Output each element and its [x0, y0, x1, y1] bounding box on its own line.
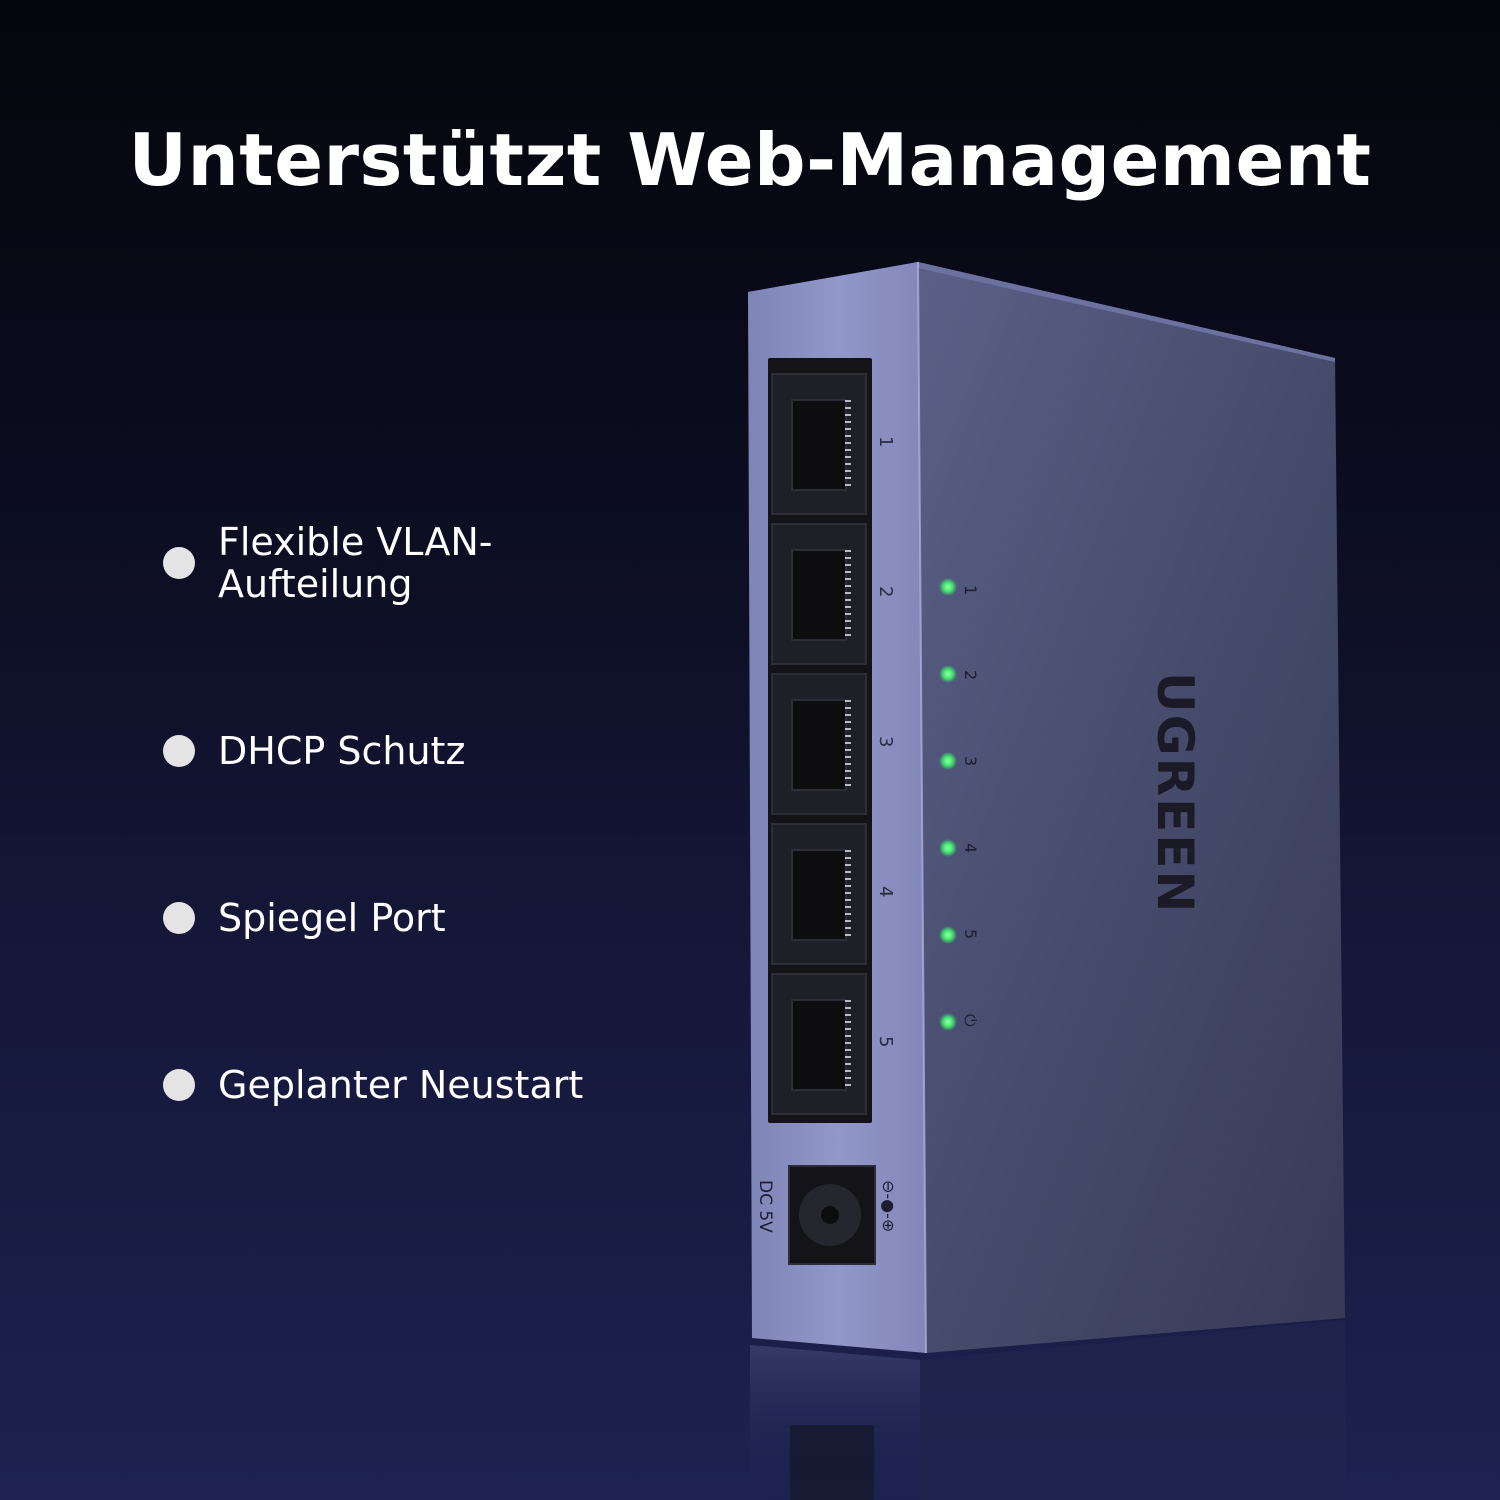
- brand-logo: UGREEN: [1146, 672, 1204, 914]
- power-icon: ⏻: [961, 1014, 980, 1027]
- led-label: 4: [961, 843, 980, 853]
- led-label: 2: [961, 670, 980, 680]
- led-label: 1: [961, 585, 980, 595]
- port-label: 4: [875, 886, 896, 897]
- ethernet-port-icon: [771, 523, 867, 665]
- feature-item-scheduled-restart: Geplanter Neustart: [163, 1064, 583, 1106]
- bullet-icon: [163, 547, 195, 579]
- status-leds: [939, 578, 957, 1031]
- led-icon: [939, 578, 957, 596]
- switch-side-panel: [918, 262, 1345, 1353]
- feature-text: Geplanter Neustart: [218, 1063, 584, 1107]
- led-icon: [939, 839, 957, 857]
- headline: Unterstützt Web-Management: [128, 118, 1372, 202]
- ethernet-port-icon: [771, 673, 867, 815]
- bullet-icon: [163, 902, 195, 934]
- ethernet-port-icon: [771, 973, 867, 1115]
- port-label: 2: [875, 586, 896, 597]
- bullet-icon: [163, 735, 195, 767]
- led-icon: [939, 1013, 957, 1031]
- ethernet-port-icon: [771, 373, 867, 515]
- port-label: 3: [875, 736, 896, 747]
- led-icon: [939, 752, 957, 770]
- led-icon: [939, 926, 957, 944]
- feature-text: Spiegel Port: [218, 896, 446, 940]
- feature-text: Flexible VLAN- Aufteilung: [218, 520, 493, 606]
- feature-text: DHCP Schutz: [218, 729, 466, 773]
- feature-item-vlan: Flexible VLAN- Aufteilung: [163, 521, 492, 605]
- led-label: 3: [961, 756, 980, 766]
- led-label: 5: [961, 929, 980, 939]
- feature-item-dhcp: DHCP Schutz: [163, 730, 465, 772]
- dc-label: DC 5V: [755, 1180, 775, 1233]
- port-label: 1: [875, 436, 896, 447]
- ethernet-port-icon: [771, 823, 867, 965]
- polarity-icon: ⊖-●-⊕: [879, 1180, 898, 1232]
- led-icon: [939, 665, 957, 683]
- port-label: 5: [875, 1036, 896, 1047]
- bullet-icon: [163, 1069, 195, 1101]
- floor-reflection: [750, 1320, 1345, 1500]
- feature-item-mirror-port: Spiegel Port: [163, 897, 446, 939]
